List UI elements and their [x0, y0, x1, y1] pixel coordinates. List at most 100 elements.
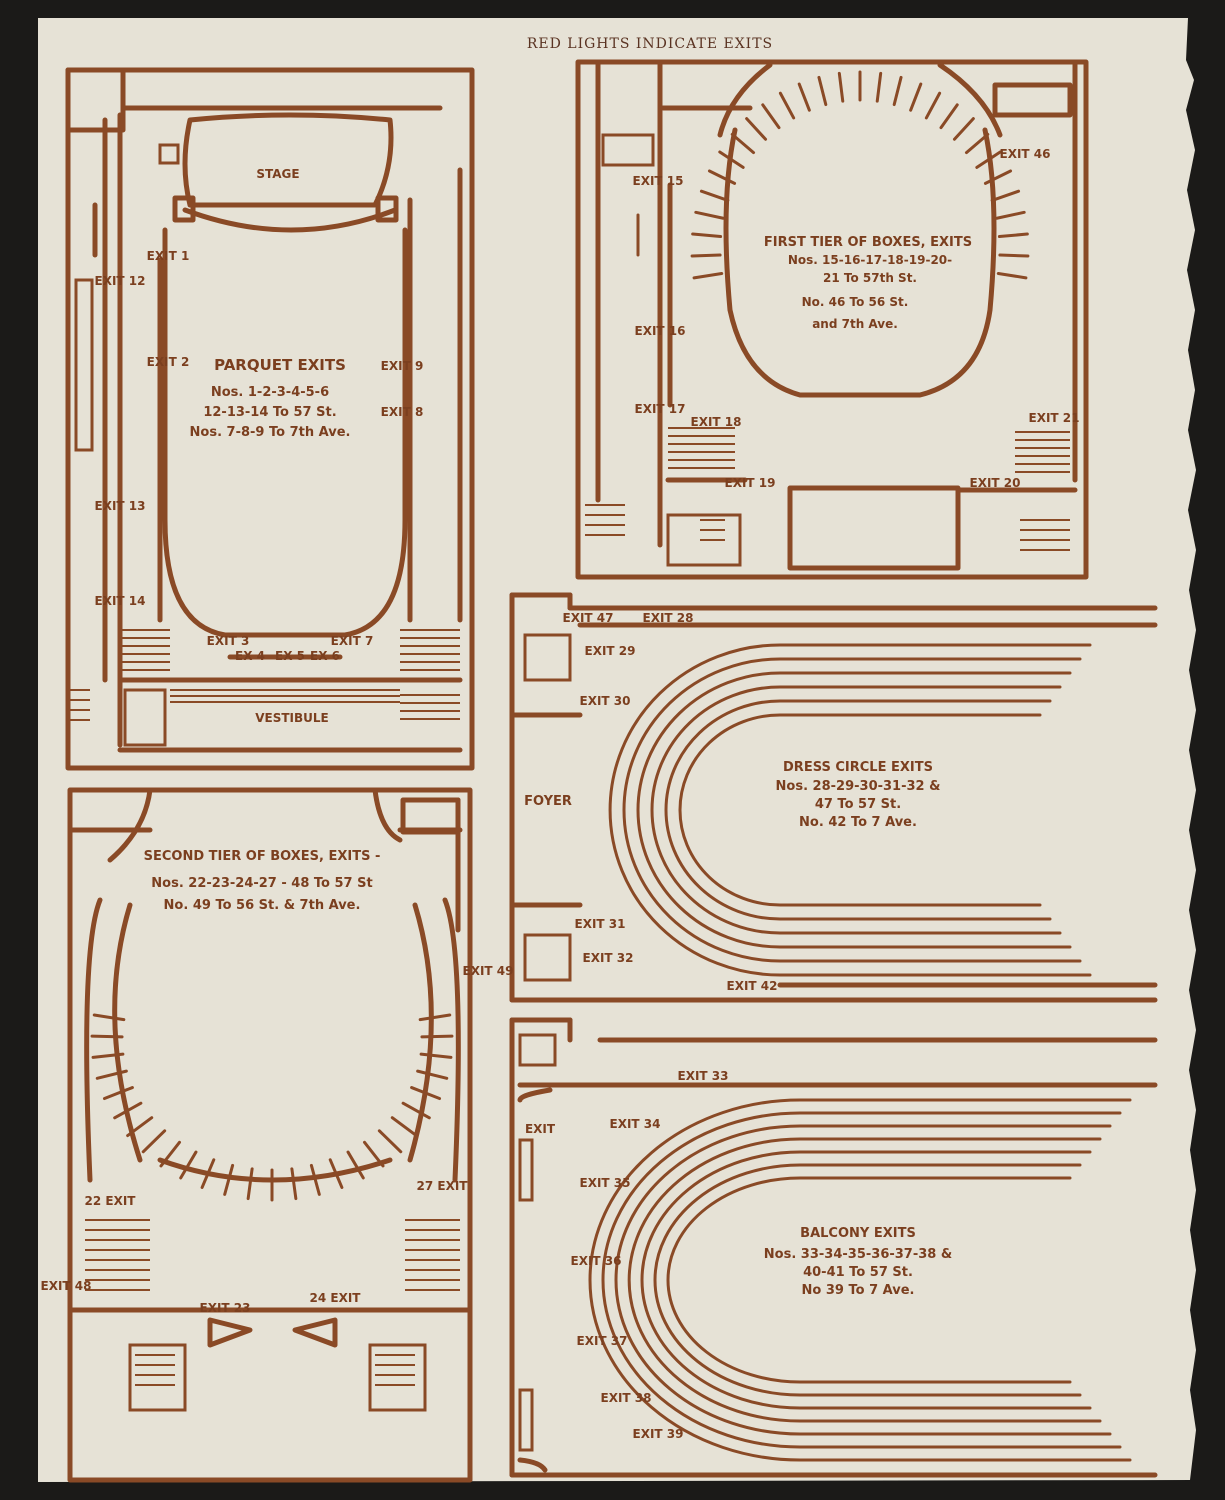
foyer-label: FOYER: [524, 794, 572, 809]
box-partition: [419, 1052, 453, 1059]
header-text: RED LIGHTS INDICATE EXITS: [527, 36, 773, 52]
parquet-line-2: 12-13-14 To 57 St.: [203, 405, 336, 420]
box-partition: [995, 210, 1026, 220]
exit-6-label: EX 6: [310, 649, 340, 663]
first-tier-title: FIRST TIER OF BOXES, EXITS: [764, 235, 972, 250]
exit-9-label: EXIT 9: [381, 359, 424, 373]
exit-13-label: EXIT 13: [95, 499, 146, 513]
box-partition: [390, 1116, 418, 1138]
exit-16-label: EXIT 16: [635, 324, 686, 338]
exit-34-label: EXIT 34: [610, 1117, 661, 1131]
box-partition: [964, 132, 990, 155]
paper-background: [38, 18, 1196, 1482]
dress-circle-line-1: Nos. 28-29-30-31-32 &: [776, 779, 941, 794]
box-partition: [363, 1140, 385, 1168]
exit-39-label: EXIT 39: [633, 1427, 684, 1441]
box-partition: [745, 117, 768, 141]
second-tier-line-1: Nos. 22-23-24-27 - 48 To 57 St: [151, 876, 372, 891]
seating-row: [627, 1137, 1102, 1423]
exit-4-label: EX 4: [235, 649, 265, 663]
box-partition: [983, 169, 1013, 185]
dress-circle-line-2: 47 To 57 St.: [815, 797, 901, 812]
box-partition: [113, 1101, 143, 1120]
box-partition: [691, 232, 723, 239]
exit-3-label: EXIT 3: [207, 634, 250, 648]
seating-row: [622, 657, 1082, 963]
box-partition: [179, 1150, 198, 1180]
box-partition: [290, 1167, 298, 1201]
balcony-line-3: No 39 To 7 Ave.: [802, 1283, 915, 1298]
parquet-title: PARQUET EXITS: [214, 356, 346, 374]
exit-17-label: EXIT 17: [635, 402, 686, 416]
balcony-line-1: Nos. 33-34-35-36-37-38 &: [764, 1247, 952, 1262]
box-partition: [90, 1034, 124, 1039]
exit-8-label: EXIT 8: [381, 405, 424, 419]
dress-circle-line-3: No. 42 To 7 Ave.: [799, 815, 917, 830]
seating-row: [636, 671, 1072, 949]
first-tier-line-4: and 7th Ave.: [812, 317, 898, 331]
seating-row: [666, 1176, 1072, 1384]
seating-row: [640, 1150, 1092, 1410]
box-partition: [996, 271, 1028, 280]
box-partition: [892, 75, 903, 107]
box-partition: [975, 150, 1002, 169]
box-partition: [837, 71, 845, 103]
exit-36-label: EXIT 36: [571, 1254, 622, 1268]
vestibule-label: VESTIBULE: [255, 711, 329, 725]
exit-27-label: 27 EXIT: [417, 1179, 469, 1193]
box-partition: [223, 1163, 235, 1196]
box-partition: [200, 1158, 216, 1189]
exit-49-label: EXIT 49: [463, 964, 514, 978]
box-partition: [346, 1150, 365, 1180]
seating-row: [650, 685, 1062, 935]
parquet-line-1: Nos. 1-2-3-4-5-6: [211, 385, 329, 400]
exit-22-label: 22 EXIT: [85, 1194, 137, 1208]
exit-15-label: EXIT 15: [633, 174, 684, 188]
exit-33-label: EXIT 33: [678, 1069, 729, 1083]
box-partition: [797, 82, 811, 112]
stage-label: STAGE: [256, 167, 299, 181]
dress-circle-plan: FOYER DRESS CIRCLE EXITS Nos. 28-29-30-3…: [509, 592, 1158, 1003]
exit-42-label: EXIT 42: [727, 979, 778, 993]
box-partition: [997, 232, 1029, 239]
parquet-plan: STAGE VESTIBULE PARQUET EXITS Nos. 1-2-3…: [65, 67, 475, 771]
first-tier-line-3: No. 46 To 56 St.: [802, 295, 909, 309]
seating-row: [664, 699, 1052, 921]
box-partition: [875, 71, 883, 103]
exit-35-label: EXIT 35: [580, 1176, 631, 1190]
first-tier-plan: FIRST TIER OF BOXES, EXITS Nos. 15-16-17…: [575, 59, 1089, 580]
exit-47-label: EXIT 47: [563, 611, 614, 625]
first-tier-line-2: 21 To 57th St.: [823, 271, 917, 285]
exit-29-label: EXIT 29: [585, 644, 636, 658]
box-partition: [998, 253, 1030, 258]
box-partition: [952, 117, 975, 141]
box-partition: [909, 82, 923, 112]
exit-38-label: EXIT 38: [601, 1391, 652, 1405]
seating-row: [608, 643, 1092, 977]
second-tier-title: SECOND TIER OF BOXES, EXITS -: [144, 849, 381, 864]
exit-30-label: EXIT 30: [580, 694, 631, 708]
box-partition: [692, 271, 724, 280]
exit-24-label: 24 EXIT: [310, 1291, 362, 1305]
exit-46-label: EXIT 46: [1000, 147, 1051, 161]
exit-21-label: EXIT 21: [1029, 411, 1080, 425]
box-partition: [690, 253, 722, 258]
seating-row: [614, 1124, 1112, 1436]
exit-48-label: EXIT 48: [41, 1279, 92, 1293]
exit-1-label: EXIT 1: [147, 249, 190, 263]
first-tier-line-1: Nos. 15-16-17-18-19-20-: [788, 253, 952, 267]
box-partition: [92, 1013, 126, 1022]
box-partition: [95, 1069, 128, 1080]
box-partition: [418, 1013, 452, 1022]
exit-5-label: EX 5: [275, 649, 305, 663]
balcony-title: BALCONY EXITS: [800, 1226, 916, 1241]
box-partition: [416, 1069, 449, 1080]
exit-20-label: EXIT 20: [970, 476, 1021, 490]
seating-row: [678, 713, 1042, 907]
seating-row: [653, 1163, 1082, 1397]
box-partition: [377, 1129, 403, 1154]
exit-14-label: EXIT 14: [95, 594, 146, 608]
box-partition: [730, 132, 756, 155]
box-partition: [102, 1086, 134, 1101]
second-tier-plan: SECOND TIER OF BOXES, EXITS - Nos. 22-23…: [41, 787, 514, 1483]
